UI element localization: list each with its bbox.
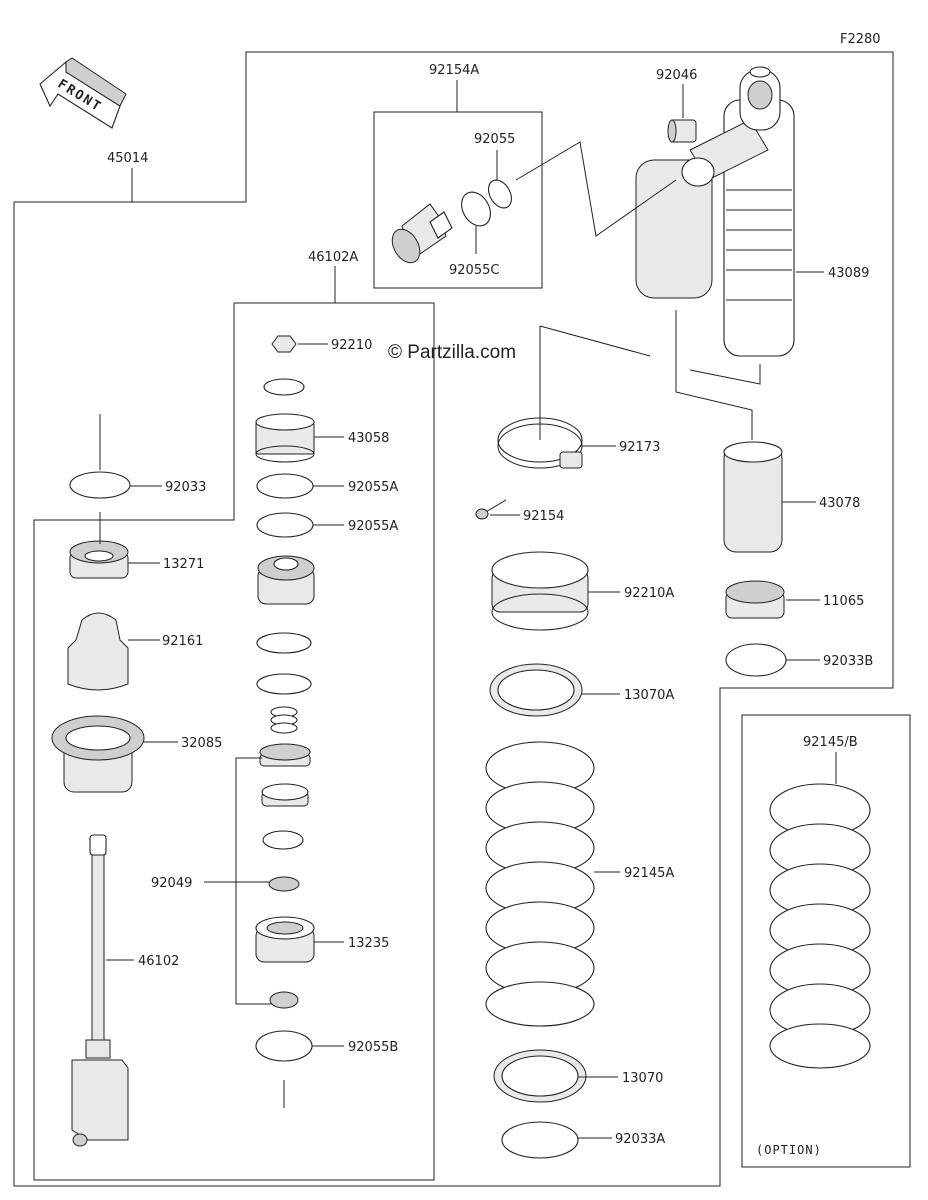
piston-icon [259,743,311,767]
part-label[interactable]: 32085 [181,736,222,751]
part-label[interactable]: 92033 [165,480,206,495]
cap-11065-icon [725,580,785,619]
part-label[interactable]: 92055 [474,132,515,147]
reservoir-valve-icon [391,203,453,264]
part-label[interactable]: 13235 [348,936,389,951]
part-label[interactable]: 92046 [656,68,697,83]
valve-plate-upper-icon [256,632,312,654]
bolt-92154-icon [475,499,507,520]
bushing-92046-icon [667,119,697,143]
diagram-code: F2280 [840,32,881,47]
spring-seat-13070-icon [493,1049,587,1103]
part-label[interactable]: 92154A [429,63,479,78]
seal-92049-icon [268,876,300,892]
part-label[interactable]: 92154 [523,509,564,524]
collar-43058-icon [255,413,315,463]
part-label[interactable]: 92049 [151,876,192,891]
oring-92055B-icon [255,1030,313,1062]
front-arrow-icon: FRONT [39,57,127,129]
part-label[interactable]: 13070A [624,688,674,703]
washer-stack-icon [261,783,309,807]
part-label[interactable]: 43089 [828,266,869,281]
oring-92055A-upper-icon [256,473,314,499]
bladder-43078-icon [723,441,783,553]
part-label[interactable]: 92055B [348,1040,398,1055]
oring-92055C-icon [461,191,491,227]
part-label[interactable]: 92161 [162,634,203,649]
part-label[interactable]: 92210A [624,586,674,601]
spring-92145B-icon [769,783,871,1069]
part-label[interactable]: 92145/B [803,735,858,750]
part-label[interactable]: 92055A [348,480,398,495]
washer-icon [263,378,305,396]
seal-head-icon [257,555,315,605]
part-label[interactable]: 45014 [107,151,148,166]
part-label[interactable]: 92210 [331,338,372,353]
spring-small-icon [270,706,298,734]
part-label[interactable]: 13271 [163,557,204,572]
part-label[interactable]: 92055A [348,519,398,534]
cap-13271-icon [69,540,129,579]
part-label[interactable]: 92055C [449,263,499,278]
oring-92055A-lower-icon [256,512,314,538]
part-label[interactable]: 11065 [823,594,864,609]
bump-stop-13235-icon [255,916,315,963]
bump-rubber-92161-icon [67,612,129,691]
leader-lines [99,80,837,1139]
spring-92145A-icon [485,741,595,1027]
washer-small-icon [262,830,304,850]
clip-92033A-icon [501,1121,579,1159]
part-label[interactable]: 13070 [622,1071,663,1086]
part-label[interactable]: 43078 [819,496,860,511]
part-label[interactable]: 46102A [308,250,358,265]
oring-92055-icon [487,179,513,209]
adjuster-nut-92210A-icon [491,551,589,631]
part-label[interactable]: 43058 [348,431,389,446]
watermark: © Partzilla.com [388,342,516,363]
part-label[interactable]: 92145A [624,866,674,881]
option-label: (OPTION) [756,1143,822,1157]
nut-92210-icon [271,335,297,353]
part-label[interactable]: 92033B [823,654,873,669]
valve-plate-lower-icon [256,673,312,695]
part-label[interactable]: 46102 [138,954,179,969]
shock-body-icon [635,66,795,357]
clip-92033-icon [69,471,131,499]
clip-92033B-icon [725,643,787,677]
spring-seat-13070A-icon [489,663,583,717]
part-label[interactable]: 92033A [615,1132,665,1147]
spring-guide-32085-icon [51,715,145,793]
part-label[interactable]: 92173 [619,440,660,455]
outline-frames [13,51,911,1187]
shock-rod-46102-icon [71,834,129,1147]
cap-small-icon [269,991,299,1009]
